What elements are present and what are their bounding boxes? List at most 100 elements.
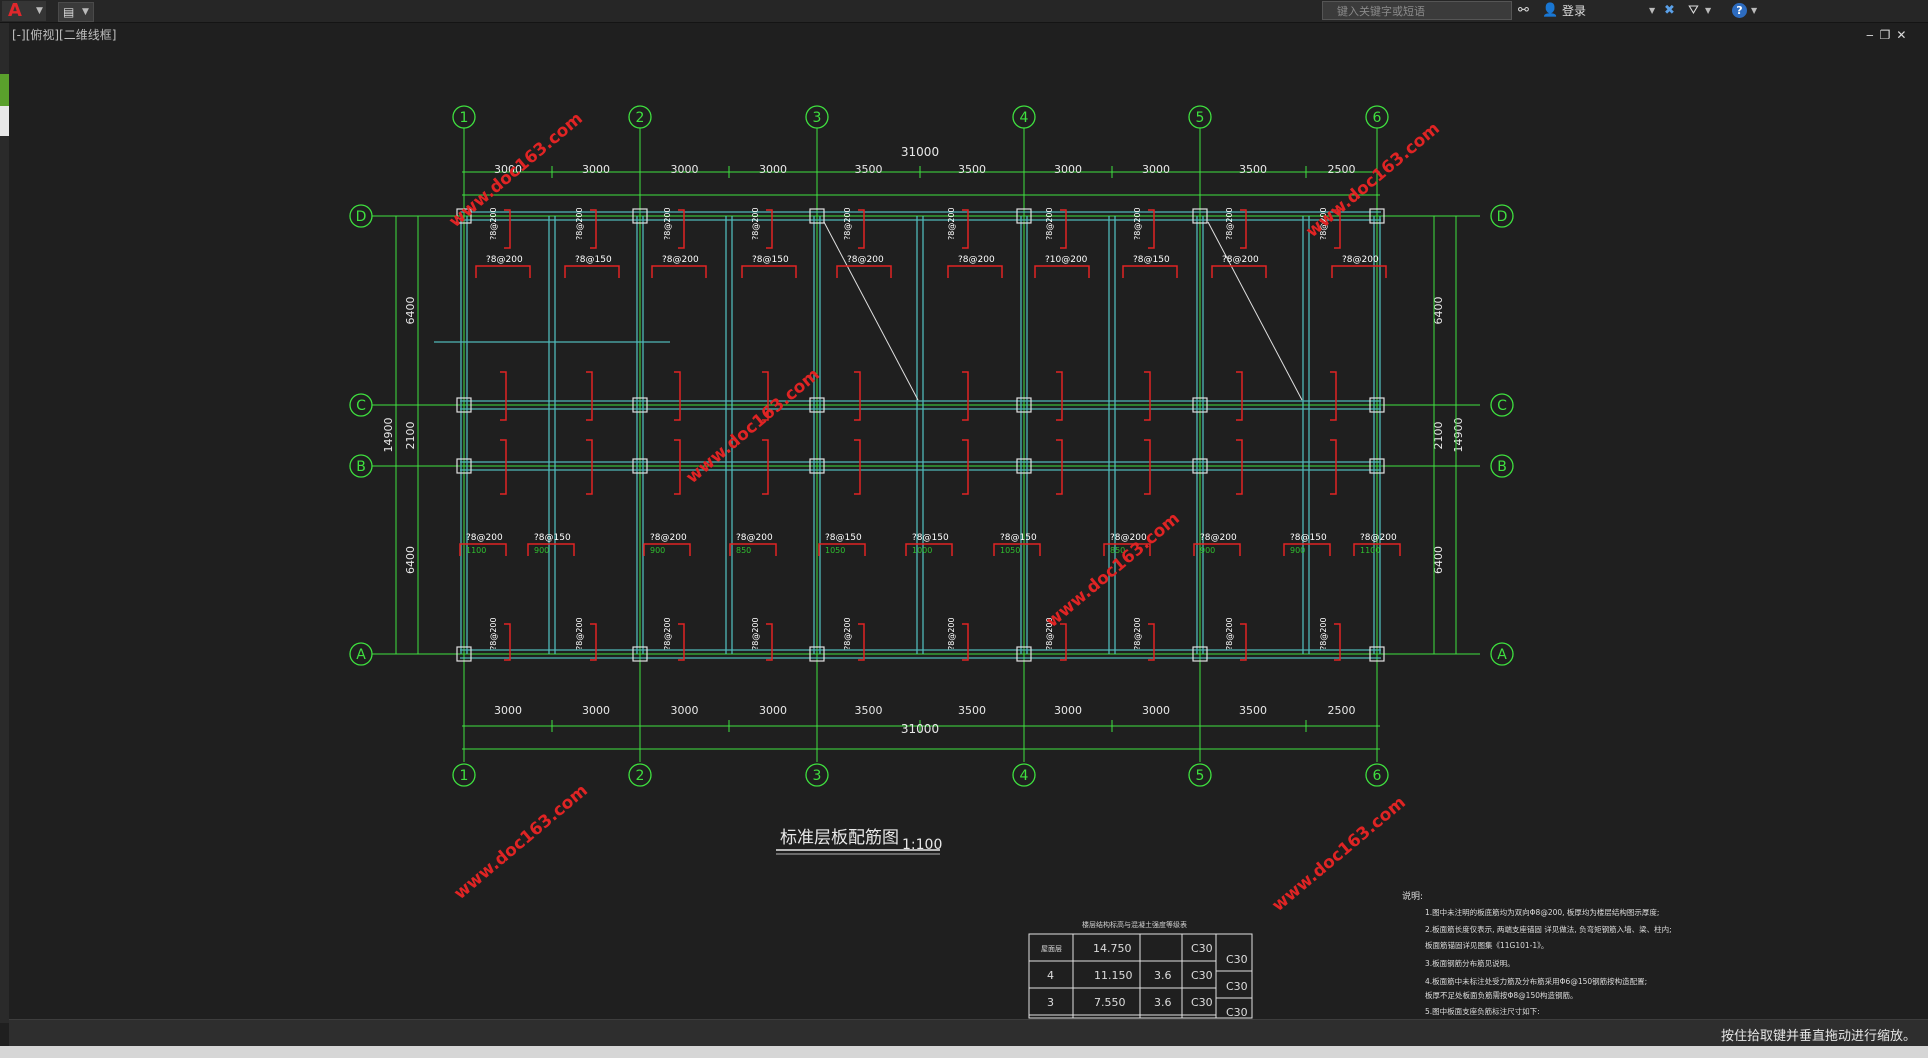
axis-bubble [1490, 642, 1514, 666]
span-dimension: 3000 [1054, 163, 1082, 176]
viewport-controls-label[interactable]: [-][俯视][二维线框] [12, 28, 117, 42]
side-dimension: 6400 [1432, 546, 1445, 574]
span-dimension: 3500 [855, 163, 883, 176]
rebar-mark [962, 439, 969, 495]
column-square [809, 208, 825, 224]
axis-label: D [1497, 209, 1508, 225]
rebar-mark [1144, 439, 1151, 495]
side-dimension: 6400 [1432, 297, 1445, 325]
rebar-mark [762, 371, 769, 421]
chevron-down-icon[interactable]: ▼ [1649, 6, 1656, 15]
overall-width: 14900 [382, 418, 395, 453]
axis-label: D [356, 209, 367, 225]
binoculars-icon[interactable]: ⚯ [1518, 3, 1529, 18]
application-menu-button[interactable]: A ▼ [2, 1, 46, 21]
rebar-mark [1193, 543, 1241, 556]
rebar-mark [962, 371, 969, 421]
rebar-label: ?8@200 [843, 617, 852, 650]
rebar-label: ?8@200 [947, 207, 956, 240]
rebar-label: ?8@200 [751, 617, 760, 650]
rebar-mark [590, 623, 597, 661]
side-dimension: 2100 [1432, 422, 1445, 450]
table-cell: 3.6 [1154, 969, 1172, 982]
search-input[interactable]: 键入关键字或短语 [1322, 1, 1512, 20]
axis-label: A [1497, 647, 1507, 663]
column-square [1192, 208, 1208, 224]
axis-bubble [452, 105, 476, 129]
rebar-mark [858, 209, 865, 249]
axis-label: 6 [1373, 768, 1382, 784]
axis-bubble [1012, 763, 1036, 787]
left-panel-tab[interactable] [0, 74, 9, 106]
span-dimension: 3000 [1142, 163, 1170, 176]
viewport-window-controls[interactable]: ‒❐✕ [1866, 28, 1912, 42]
rebar-label: ?8@200 [1342, 255, 1379, 265]
bottom-band [0, 1046, 1928, 1058]
notes-line: 2.板面筋长度仅表示, 两端支座锚固 详见做法, 负弯矩钢筋入墙、梁、柱内; [1425, 924, 1672, 934]
chevron-down-icon[interactable]: ▼ [1751, 6, 1758, 15]
chevron-down-icon: ▼ [36, 6, 43, 16]
close-icon[interactable]: ✕ [1896, 28, 1913, 42]
notes-line: 3.板面钢筋分布筋见说明。 [1425, 958, 1515, 968]
axis-bubble [349, 454, 373, 478]
rebar-mark [947, 265, 1003, 278]
axis-label: B [1497, 459, 1507, 475]
user-icon[interactable]: 👤 [1542, 3, 1559, 18]
table-cell: 11.150 [1094, 969, 1133, 982]
minimize-icon[interactable]: ‒ [1866, 28, 1880, 42]
rebar-label: ?8@200 [650, 533, 687, 543]
rebar-mark [818, 543, 866, 556]
rebar-label: ?8@200 [1222, 255, 1259, 265]
axis-bubble [1188, 763, 1212, 787]
column-square [456, 646, 472, 662]
axis-label: 5 [1196, 768, 1205, 784]
axis-bubble [1490, 393, 1514, 417]
table-cell: C30 [1226, 953, 1248, 966]
rebar-mark [1060, 623, 1067, 661]
rebar-length: 1100 [1360, 546, 1380, 555]
rebar-label: ?10@200 [1045, 255, 1088, 265]
restore-icon[interactable]: ❐ [1879, 28, 1897, 42]
rebar-label: ?8@200 [1200, 533, 1237, 543]
help-icon[interactable]: ? [1732, 3, 1747, 18]
chevron-down-icon[interactable]: ▼ [1705, 6, 1712, 15]
left-panel-tab[interactable] [0, 106, 9, 136]
rebar-label: ?8@200 [1133, 207, 1142, 240]
login-button[interactable]: 登录 [1562, 4, 1587, 18]
rebar-mark [527, 543, 575, 556]
rebar-length: 1100 [466, 546, 486, 555]
rebar-mark [1103, 543, 1151, 556]
axis-label: C [356, 398, 366, 414]
rebar-mark [766, 209, 773, 249]
rebar-mark [766, 623, 773, 661]
quick-access-toolbar-button[interactable]: ▤ ▼ [58, 2, 94, 22]
span-dimension: 3500 [958, 704, 986, 717]
axis-bubble [1365, 763, 1389, 787]
rebar-mark [504, 623, 511, 661]
column-square [1016, 397, 1032, 413]
span-dimension: 3000 [759, 163, 787, 176]
rebar-label: ?8@200 [947, 617, 956, 650]
rebar-label: ?8@200 [1045, 207, 1054, 240]
rebar-mark [586, 439, 593, 495]
rebar-label: ?8@200 [1110, 533, 1147, 543]
span-dimension: 2500 [1328, 704, 1356, 717]
a360-icon[interactable]: ⛛ [1688, 3, 1699, 18]
notes-heading: 说明: [1402, 890, 1423, 902]
beams [434, 208, 1385, 662]
span-dimension: 3000 [671, 163, 699, 176]
rebar-mark [1240, 623, 1247, 661]
span-dimension: 3000 [671, 704, 699, 717]
exchange-icon[interactable]: ✖ [1664, 3, 1675, 18]
axis-bubble [1188, 105, 1212, 129]
column-square [809, 646, 825, 662]
title-bar: A ▼ ▤ ▼ ▶ 键入关键字或短语 ⚯ 👤 登录 ▼ ✖ ⛛ ▼ ? ▼ [0, 0, 1928, 23]
table-cell: C30 [1191, 996, 1213, 1009]
rebar-length: 900 [534, 546, 549, 555]
column-square [1369, 208, 1385, 224]
rebar-mark [1330, 371, 1337, 421]
rebar-mark [1148, 623, 1155, 661]
table-cell: 7.550 [1094, 996, 1126, 1009]
